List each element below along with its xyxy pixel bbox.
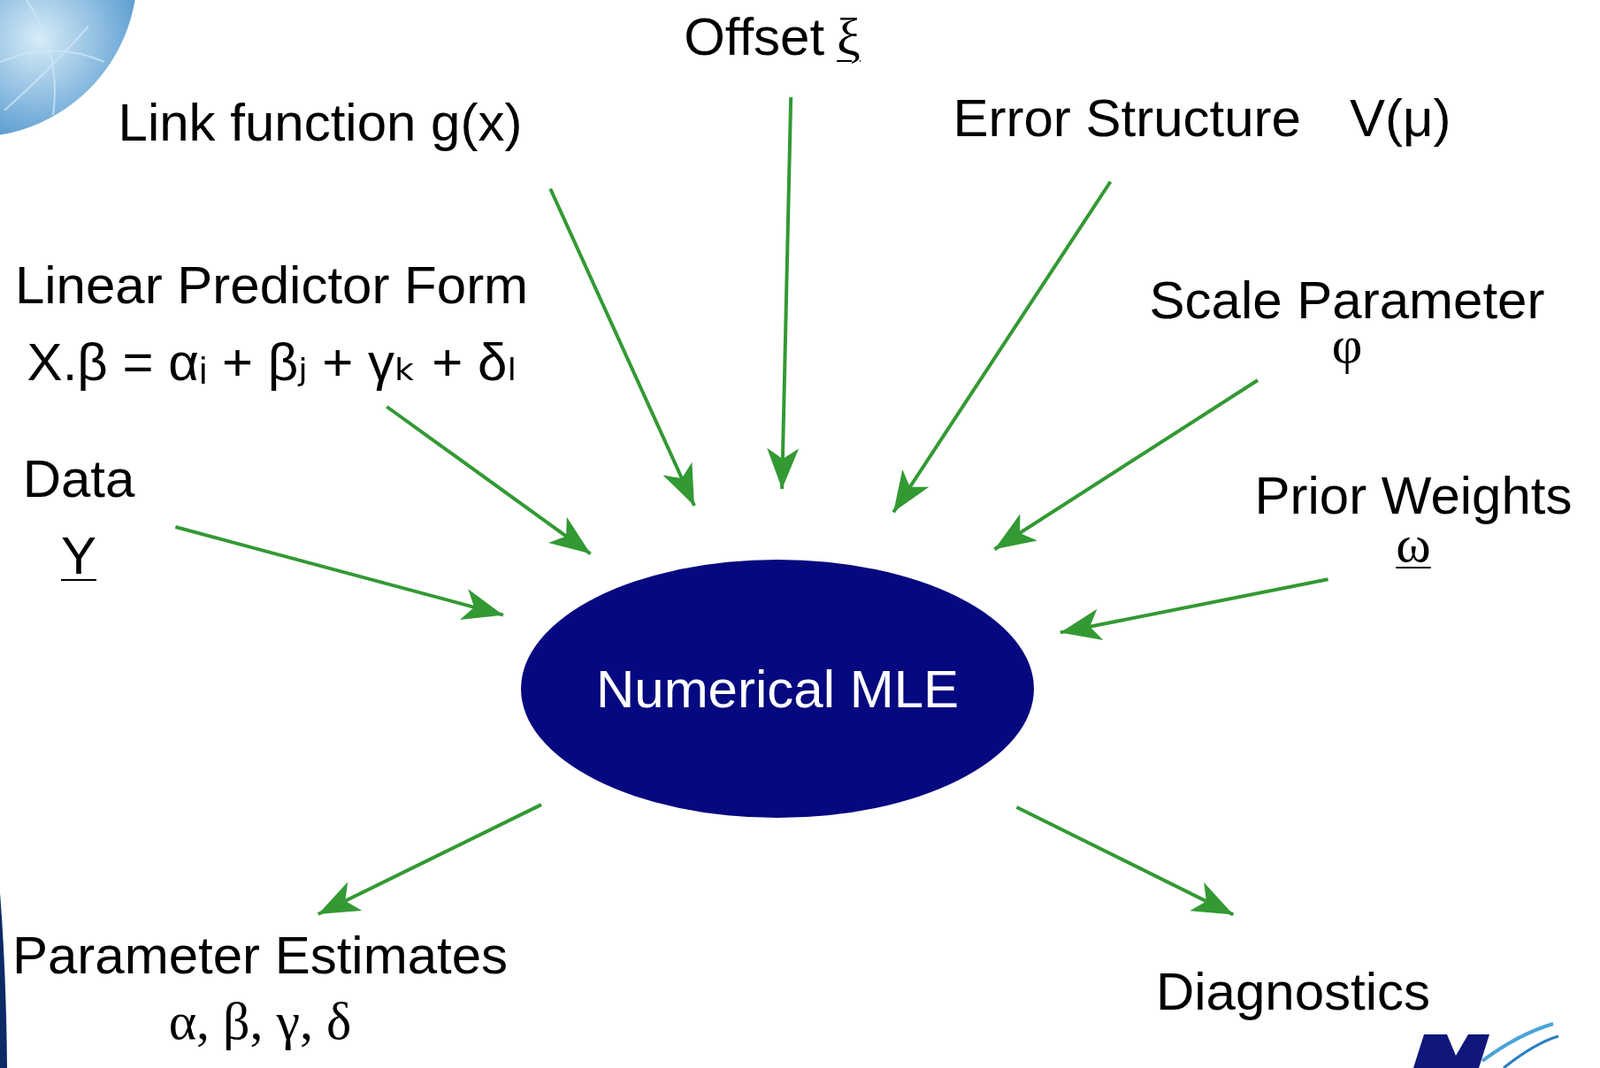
- node-label: Data: [22, 448, 136, 510]
- input-label: Error Structure V(μ): [948, 82, 1457, 154]
- node-label: Link function g(x): [118, 91, 523, 154]
- flow-arrow: [550, 189, 695, 506]
- logo-mark: [1413, 1024, 1559, 1068]
- flow-arrow: [1016, 807, 1233, 915]
- flow-arrow: [781, 97, 791, 490]
- flow-arrow: [1060, 579, 1329, 633]
- globe-grid: [0, 0, 105, 115]
- node-symbol: ξ: [836, 7, 861, 69]
- flow-arrow: [175, 527, 504, 616]
- node-symbol: X.β = αᵢ + βⱼ + γₖ + δₗ: [27, 331, 517, 393]
- flow-arrow: [994, 380, 1258, 550]
- logo-swoosh: [1503, 1036, 1559, 1068]
- node-symbol: Y: [61, 525, 97, 587]
- flow-arrow: [893, 182, 1111, 513]
- flow-arrow: [318, 804, 542, 915]
- node-label: Offset: [683, 6, 825, 68]
- estimator-ellipse: Numerical MLE: [520, 558, 1035, 820]
- node-label: Parameter Estimates: [12, 925, 508, 987]
- side-strip: [0, 893, 8, 1068]
- node-symbol: φ: [1332, 322, 1363, 368]
- node-label: Prior Weights: [1254, 471, 1572, 521]
- input-label: Scale Parameterφ: [1144, 272, 1551, 374]
- output-label: Diagnostics: [1150, 956, 1436, 1028]
- globe-disc: [0, 0, 138, 138]
- input-label: Prior Weightsω: [1248, 466, 1578, 575]
- node-label: Linear Predictor Form: [15, 254, 529, 316]
- node-symbol: α, β, γ, δ: [168, 991, 353, 1053]
- node-label: Diagnostics: [1155, 961, 1431, 1023]
- node-label: Numerical MLE: [596, 658, 959, 720]
- node-label: Scale Parameter: [1149, 277, 1546, 323]
- input-label: Offsetξ: [678, 0, 866, 74]
- node-symbol: V(μ): [1349, 87, 1452, 149]
- node-symbol: ω: [1395, 520, 1432, 569]
- input-label: Linear Predictor FormX.β = αᵢ + βⱼ + γₖ …: [9, 249, 534, 399]
- ellipse-fill: [520, 559, 1034, 819]
- output-label: Parameter Estimatesα, β, γ, δ: [7, 919, 513, 1058]
- input-label: DataY: [17, 443, 141, 592]
- flow-arrow: [386, 406, 590, 554]
- globe-corner: [0, 0, 138, 138]
- input-label: Link function g(x): [113, 86, 529, 159]
- node-label: Error Structure: [953, 87, 1302, 149]
- logo-letter: [1413, 1034, 1490, 1068]
